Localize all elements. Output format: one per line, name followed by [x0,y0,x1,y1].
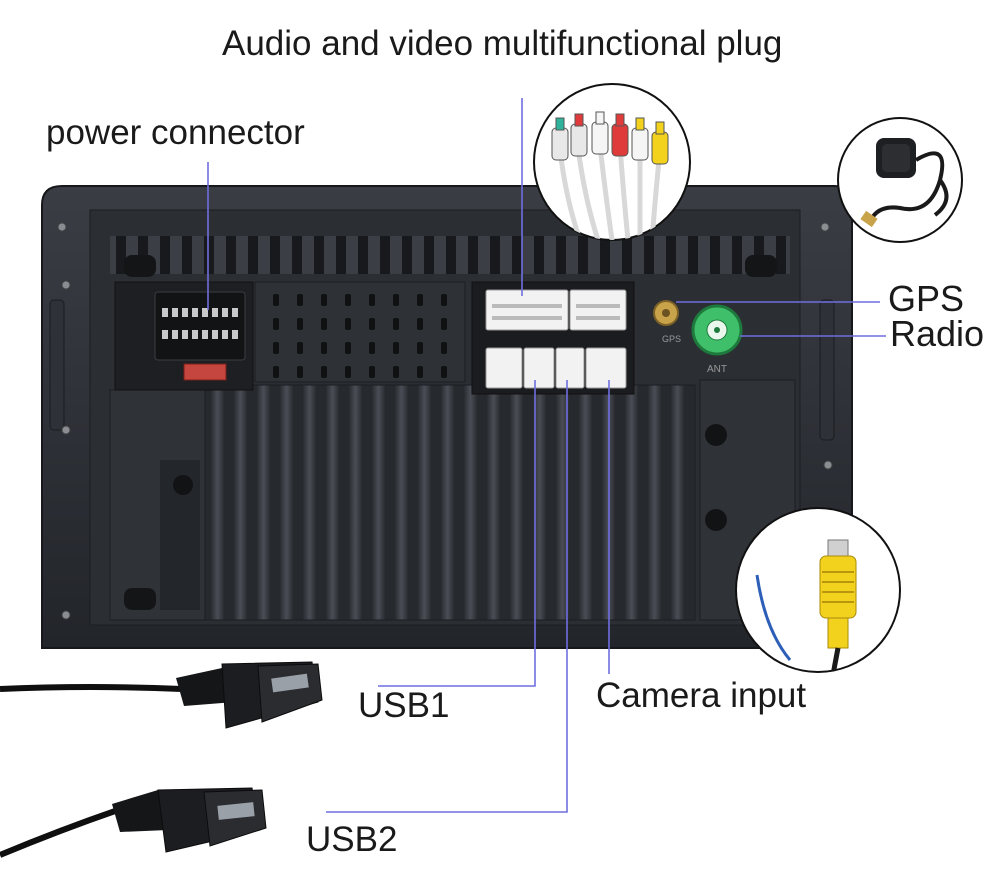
gps-label: GPS [888,278,965,319]
av-connector-block [471,281,635,395]
rca-cable-bundle-icon [533,83,691,241]
usb2-label: USB2 [306,820,398,859]
gps-antenna-icon [837,117,963,243]
gps-port: GPS [653,300,681,344]
gps-port-marking: GPS [662,334,681,344]
power-connector [114,281,254,391]
power-connector-label: power connector [46,113,305,152]
radio-label: Radio [890,313,985,354]
leader-usb1 [378,380,536,687]
radio-port: ANT [691,304,743,375]
head-unit-housing [41,185,853,649]
usb-cable-icon [0,661,323,729]
antenna-port-marking: ANT [707,364,727,375]
leader-usb2 [326,380,568,813]
camera-input-label: Camera input [596,676,807,715]
leader-lines [207,98,886,813]
camera-rca-cable-icon [735,507,901,673]
av-plug-label: Audio and video multifunctional plug [222,24,783,63]
usb1-label: USB1 [358,686,450,725]
usb-cable-icon [0,787,267,858]
